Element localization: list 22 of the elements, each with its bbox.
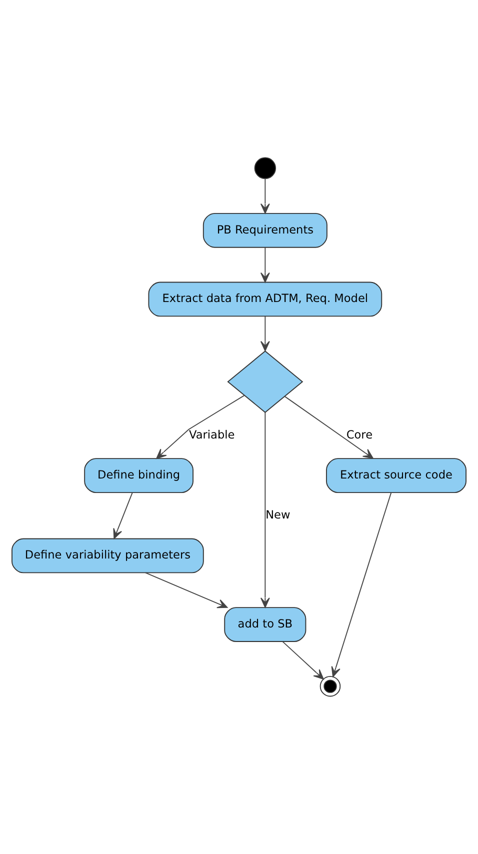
node-circle [254, 157, 276, 179]
arrow [113, 492, 133, 540]
node-box: Extract data from ADTM, Req. Model [148, 282, 382, 317]
arrow [260, 412, 270, 608]
node-box: PB Requirements [202, 212, 328, 248]
node-box: Extract source code [326, 458, 466, 494]
arrow [260, 316, 270, 352]
node-box: Define binding [84, 458, 194, 494]
arrow [331, 492, 392, 678]
arrow [282, 641, 324, 680]
arrow [284, 396, 374, 459]
arrow [260, 247, 270, 283]
edge-label: Core [346, 428, 373, 442]
arrow [144, 572, 228, 608]
node-diamond [227, 350, 304, 413]
node-box: add to SB [224, 607, 306, 642]
arrow [156, 394, 245, 459]
node-bullseye [320, 676, 341, 697]
arrow [260, 178, 270, 214]
edge-label: New [266, 508, 290, 522]
node-box: Define variability parameters [12, 538, 204, 574]
edge-label: Variable [189, 428, 235, 442]
